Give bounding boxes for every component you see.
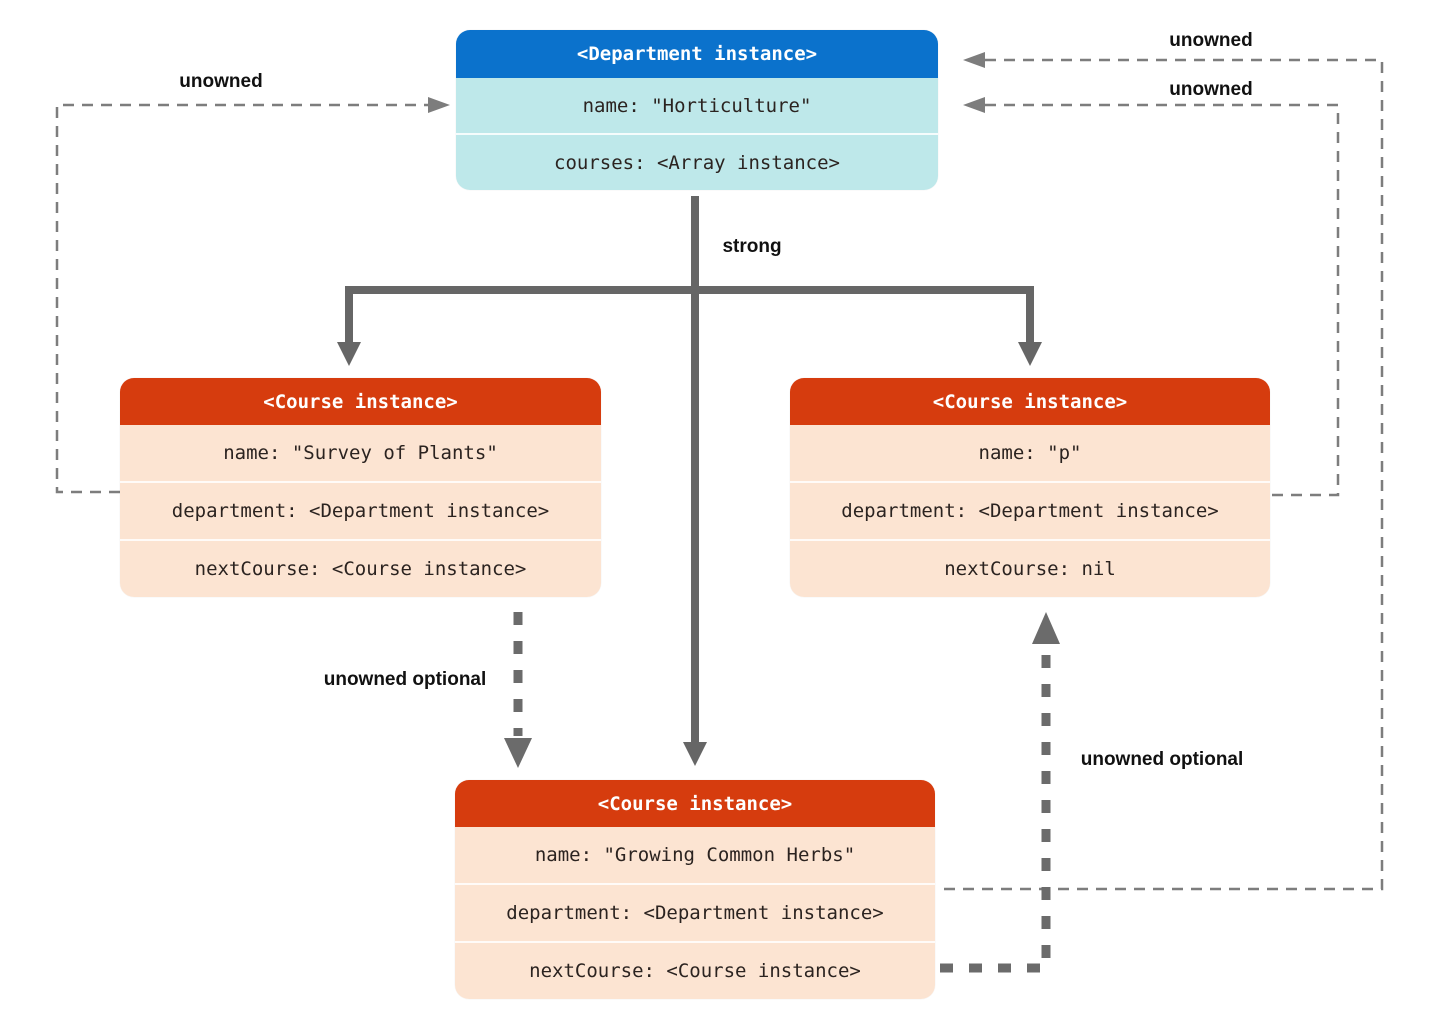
unowned-optional-label-right: unowned optional bbox=[1080, 749, 1244, 770]
unowned-optional-label-left: unowned optional bbox=[323, 669, 487, 690]
unowned-arrow-left-line bbox=[55, 103, 428, 494]
strong-arrowhead-left bbox=[337, 342, 361, 366]
unowned-arrowhead-inner bbox=[963, 97, 985, 113]
course-bottom-name-row: name: "Growing Common Herbs" bbox=[455, 827, 935, 883]
strong-label: strong bbox=[722, 236, 782, 257]
course-left-name-row: name: "Survey of Plants" bbox=[120, 425, 601, 481]
course-right-department-row: department: <Department instance> bbox=[790, 481, 1270, 539]
unowned-optional-arrowhead-up bbox=[1032, 612, 1060, 644]
unowned-arrowhead-outer bbox=[963, 52, 985, 68]
course-left-department-row: department: <Department instance> bbox=[120, 481, 601, 539]
unowned-optional-arrows bbox=[513, 612, 1051, 973]
course-bottom-department-row: department: <Department instance> bbox=[455, 883, 935, 941]
unowned-label-right-inner: unowned bbox=[1169, 79, 1253, 100]
course-instance-node-bottom: <Course instance> name: "Growing Common … bbox=[455, 780, 935, 999]
course-bottom-header: <Course instance> bbox=[455, 780, 935, 827]
unowned-optional-right-line bbox=[940, 646, 1051, 973]
department-courses-row: courses: <Array instance> bbox=[456, 133, 938, 190]
unowned-optional-arrowhead-down bbox=[504, 738, 532, 768]
course-instance-node-right: <Course instance> name: "p" department: … bbox=[790, 378, 1270, 597]
course-right-name-row: name: "p" bbox=[790, 425, 1270, 481]
strong-reference-arrows bbox=[345, 196, 1034, 744]
unowned-optional-arrowheads bbox=[504, 612, 1060, 768]
course-bottom-nextcourse-row: nextCourse: <Course instance> bbox=[455, 941, 935, 999]
unowned-arrowheads bbox=[428, 52, 985, 113]
department-instance-node: <Department instance> name: "Horticultur… bbox=[456, 30, 938, 190]
unowned-arrow-inner-line bbox=[985, 103, 1340, 497]
department-name-row: name: "Horticulture" bbox=[456, 78, 938, 133]
course-left-header: <Course instance> bbox=[120, 378, 601, 425]
unowned-label-right-outer: unowned bbox=[1169, 30, 1253, 51]
course-right-nextcourse-row: nextCourse: nil bbox=[790, 539, 1270, 597]
unowned-reference-arrows bbox=[55, 58, 1384, 891]
unowned-label-left: unowned bbox=[179, 71, 263, 92]
strong-arrowheads bbox=[337, 342, 1042, 766]
department-node-header: <Department instance> bbox=[456, 30, 938, 78]
course-instance-node-left: <Course instance> name: "Survey of Plant… bbox=[120, 378, 601, 597]
course-right-header: <Course instance> bbox=[790, 378, 1270, 425]
unowned-arrow-outer-line bbox=[940, 58, 1384, 891]
course-left-nextcourse-row: nextCourse: <Course instance> bbox=[120, 539, 601, 597]
unowned-arrowhead-left bbox=[428, 97, 450, 113]
strong-arrowhead-right bbox=[1018, 342, 1042, 366]
strong-arrowhead-center bbox=[683, 742, 707, 766]
